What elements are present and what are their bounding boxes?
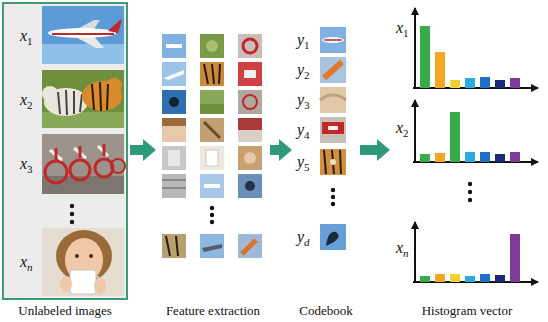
- codebook-patches: [320, 27, 346, 250]
- subscript: n: [403, 247, 409, 259]
- variable-label: y4: [297, 120, 310, 140]
- subscript: 2: [403, 127, 409, 139]
- bicycle-image: [42, 134, 125, 194]
- ellipsis-dots: [70, 204, 74, 224]
- subscript: 2: [304, 69, 310, 81]
- variable-label: xn: [20, 252, 33, 272]
- tiger-image: [42, 70, 124, 128]
- variable-label: x2: [396, 118, 409, 138]
- stage-group: Feature extraction: [158, 30, 268, 320]
- subscript: 2: [27, 99, 33, 111]
- variable-label: y3: [297, 90, 310, 110]
- panel-ground: [3, 3, 127, 299]
- variable-label: y2: [297, 60, 310, 80]
- stage-caption: Codebook: [299, 303, 352, 319]
- variable-letter: x: [20, 91, 27, 108]
- stage-caption: Unlabeled images: [18, 303, 112, 319]
- subscript: d: [304, 236, 310, 248]
- subscript: 1: [27, 35, 33, 47]
- airplane-image: [42, 6, 124, 64]
- subscript: n: [27, 261, 33, 273]
- flow-arrow: [270, 145, 279, 155]
- variable-label: y1: [297, 30, 310, 50]
- subscript: 1: [304, 39, 310, 51]
- variable-letter: y: [297, 61, 304, 78]
- variable-letter: y: [297, 31, 304, 48]
- variable-label: yd: [297, 227, 310, 247]
- histogram-chart: [413, 222, 538, 282]
- variable-label: y5: [297, 152, 310, 172]
- histogram-chart: [413, 8, 538, 88]
- variable-label: xn: [396, 238, 409, 258]
- flow-arrow: [130, 145, 143, 155]
- variable-letter: y: [297, 153, 304, 170]
- feature-patches: [162, 34, 262, 258]
- variable-letter: x: [20, 155, 27, 172]
- variable-letter: x: [396, 119, 403, 136]
- stage-group: Histogram vector: [392, 6, 542, 320]
- variable-label: x1: [396, 18, 409, 38]
- variable-letter: x: [396, 19, 403, 36]
- variable-letter: y: [297, 228, 304, 245]
- subscript: 1: [403, 27, 409, 39]
- subscript: 3: [27, 163, 33, 175]
- flow-arrow: [360, 145, 377, 155]
- ellipsis-dots: [468, 182, 472, 202]
- variable-letter: y: [297, 121, 304, 138]
- variable-letter: y: [297, 91, 304, 108]
- variable-letter: x: [20, 27, 27, 44]
- subscript: 3: [304, 99, 310, 111]
- histogram-chart: [413, 100, 538, 162]
- subscript: 4: [304, 129, 310, 141]
- subscript: 5: [304, 161, 310, 173]
- stage-caption: Feature extraction: [166, 303, 260, 319]
- variable-label: x2: [20, 90, 33, 110]
- variable-label: x1: [20, 26, 33, 46]
- variable-label: x3: [20, 154, 33, 174]
- stage-caption: Histogram vector: [422, 303, 513, 319]
- variable-letter: x: [396, 239, 403, 256]
- girl-image: [42, 228, 124, 296]
- variable-letter: x: [20, 253, 27, 270]
